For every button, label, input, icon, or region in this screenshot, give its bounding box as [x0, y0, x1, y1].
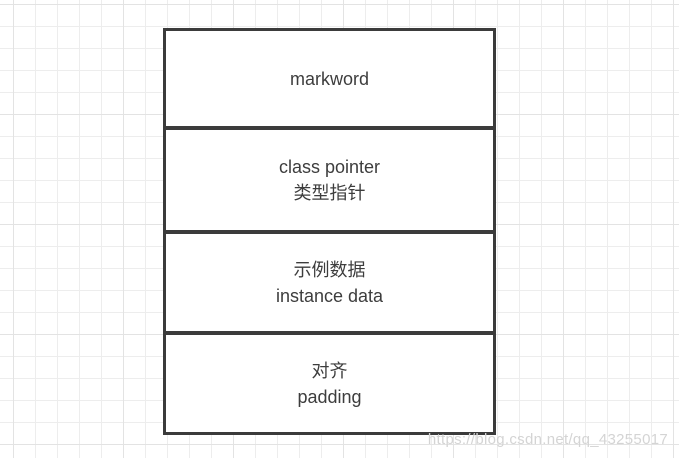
row-padding-label-en: padding [297, 386, 362, 407]
row-padding-label-zh: 对齐 [311, 360, 348, 381]
row-class-pointer-label-zh: 类型指针 [293, 183, 366, 203]
row-markword-label: markword [289, 68, 369, 89]
row-instance-data-label-en: instance data [275, 285, 384, 306]
row-padding: 对齐 padding [166, 335, 493, 432]
row-instance-data-label-zh: 示例数据 [293, 259, 366, 280]
row-markword: markword [166, 31, 493, 130]
row-instance-data: 示例数据 instance data [166, 234, 493, 335]
row-class-pointer: class pointer 类型指针 [166, 130, 493, 234]
object-layout-box: markword class pointer 类型指针 示例数据 instanc… [163, 28, 496, 435]
row-class-pointer-label-en: class pointer [278, 157, 381, 177]
